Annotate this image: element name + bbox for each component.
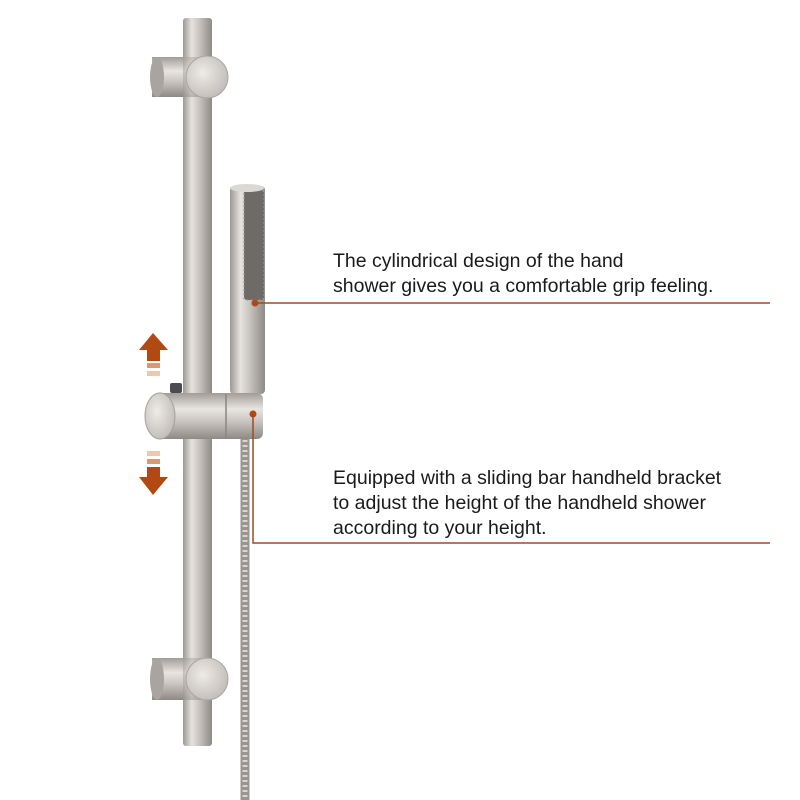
slide-bar [183,18,212,746]
sliding-bracket [144,383,263,440]
callout-line: The cylindrical design of the hand [333,250,624,272]
top-wall-bracket [150,55,229,99]
up-arrow-icon [139,333,168,376]
callout-line: Equipped with a sliding bar handheld bra… [333,467,722,489]
callout-line: shower gives you a comfortable grip feel… [333,275,714,297]
callout-line: according to your height. [333,517,547,539]
callout-grip: The cylindrical design of the hand showe… [333,249,713,299]
callout-1-leader [251,299,770,307]
down-arrow-icon [139,451,168,495]
callout-line: to adjust the height of the handheld sho… [333,492,706,514]
callout-2-leader [249,410,770,544]
hand-shower [230,184,265,394]
callout-bracket: Equipped with a sliding bar handheld bra… [333,466,721,541]
bottom-wall-bracket [150,657,229,701]
